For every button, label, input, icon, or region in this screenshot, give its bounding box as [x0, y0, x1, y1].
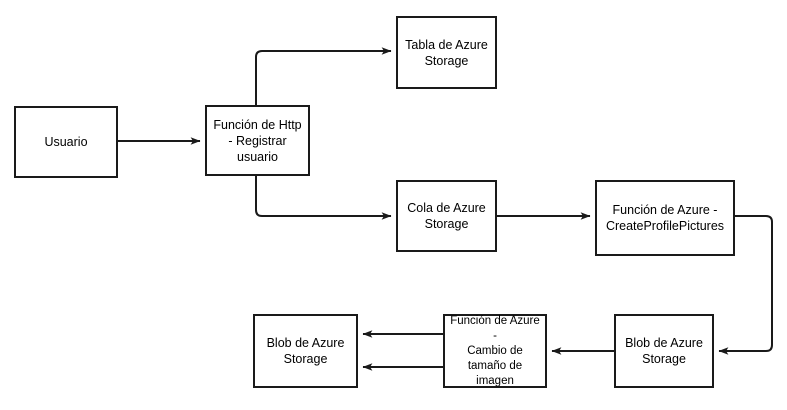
node-label: Función de Azure - CreateProfilePictures: [605, 203, 725, 233]
node-label: Blob de Azure Storage: [266, 336, 345, 366]
node-label: Tabla de Azure Storage: [405, 37, 488, 68]
node-cola-azure-storage[interactable]: Cola de Azure Storage: [396, 180, 497, 252]
node-usuario[interactable]: Usuario: [14, 106, 118, 178]
node-funcion-azure-cambio-tamano-imagen[interactable]: Función de Azure - Cambio de tamaño de i…: [443, 314, 547, 388]
node-blob-azure-storage-izquierda[interactable]: Blob de Azure Storage: [253, 314, 358, 388]
node-funcion-azure-createprofilepictures[interactable]: Función de Azure - CreateProfilePictures: [595, 180, 735, 256]
edge-http-to-tabla: [255, 47, 392, 105]
node-label: Blob de Azure Storage: [625, 336, 703, 366]
edge-http-to-cola: [255, 176, 392, 220]
node-label: Función de Http - Registrar usuario: [213, 117, 302, 164]
node-funcion-http-registrar-usuario[interactable]: Función de Http - Registrar usuario: [205, 105, 310, 176]
node-label: Función de Azure - Cambio de tamaño de i…: [450, 314, 540, 387]
node-label: Cola de Azure Storage: [407, 201, 486, 231]
node-blob-azure-storage-derecha[interactable]: Blob de Azure Storage: [614, 314, 714, 388]
node-label: Usuario: [44, 135, 88, 149]
node-tabla-azure-storage[interactable]: Tabla de Azure Storage: [396, 16, 497, 89]
